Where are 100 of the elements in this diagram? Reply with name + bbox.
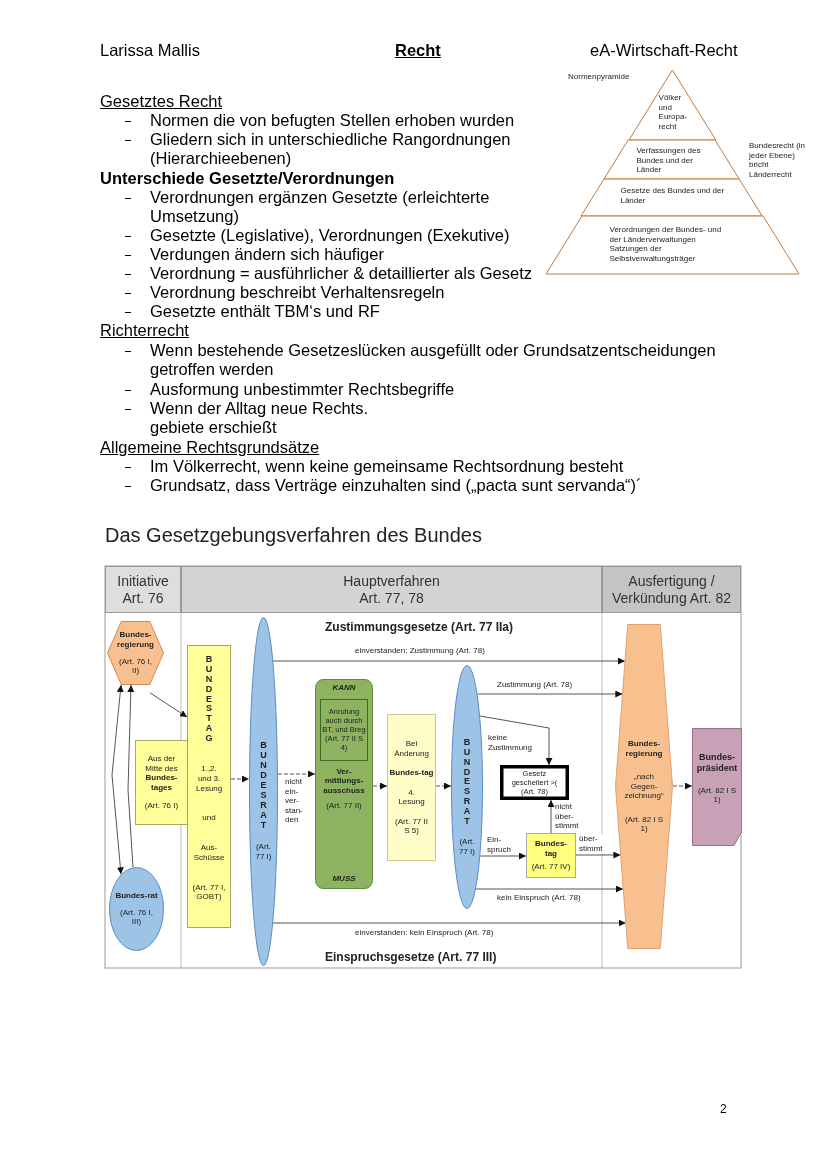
arrow — [479, 715, 553, 766]
list-item: Ausformung unbestimmter Rechtsbegriffe — [150, 380, 455, 399]
column-header — [181, 566, 602, 613]
node-label: 4. Lesung — [397, 787, 426, 807]
arrow — [476, 690, 623, 698]
header-text: Larissa Mallis — [100, 41, 200, 60]
diagram-heading: Das Gesetzgebungsverfahren des Bundes — [105, 523, 482, 547]
list-item: Wenn bestehende Gesetzeslücken ausgefüllt oder Grundsatzentscheidungen getroffen werden — [150, 341, 717, 379]
node-label: (Art. 77 I) — [458, 836, 476, 857]
node-label: (Art. 77 II S 5) — [394, 816, 429, 837]
list-item: Verordnungen ergänzen Gesetzte (erleichterte Umsetzung) — [150, 188, 491, 226]
arrow — [672, 782, 693, 790]
node-label: und — [202, 813, 216, 823]
edge-label: kein Einspruch (Art. 78) — [497, 893, 581, 903]
arrow — [230, 775, 250, 783]
vertical-label: BUNDESRAT — [462, 737, 472, 827]
node-label: Verordnungen der Bundes- und der Länderverwaltungen Satzungen der Selbstverwaltungsträger — [609, 225, 723, 264]
node-label: Hauptverfahren Art. 77, 78 — [342, 572, 441, 607]
list-item: Normen die von befugten Stellen erhoben wurden — [150, 111, 515, 130]
arrow — [372, 782, 388, 790]
ellipse-node — [109, 867, 164, 951]
ellipse-node — [451, 665, 483, 909]
node-label: (Art. 76 I) — [144, 801, 179, 811]
node-label: Verfassungen des Bundes und der Länder — [636, 146, 702, 175]
rounded-box — [315, 679, 373, 889]
arrow — [149, 692, 188, 718]
section-heading: Gesetztes Recht — [100, 92, 222, 111]
node-label: (Art. 77 I, GOBT) — [191, 882, 227, 902]
list-item: Gliedern sich in unterschiedliche Rangordnungen (Hierarchieebenen) — [150, 130, 512, 168]
node-label: Bundes-tag — [534, 839, 568, 859]
row-heading: Einspruchsgesetze (Art. 77 III) — [325, 950, 497, 964]
annotation-text: Bundesrecht (in jeder Ebene) bricht Länderrecht — [749, 141, 807, 180]
list-item: Grundsatz, dass Verträge einzuhalten sind („pacta sunt servanda“)´ — [150, 476, 642, 495]
node-label: Gesetze des Bundes und der Länder — [620, 186, 726, 206]
arrow — [575, 851, 621, 859]
node-label: (Art. 76 I, II) — [118, 656, 153, 676]
node-label: (Art. 82 I S 1) — [696, 785, 738, 805]
list-item: Verdungen ändern sich häufiger — [150, 245, 384, 264]
edge-label: nicht ein-ver-stan-den — [285, 777, 311, 825]
edge-label: einverstanden: kein Einspruch (Art. 78) — [355, 928, 494, 938]
process-box — [500, 765, 569, 800]
node-label: 1.,2. und 3. Lesung — [196, 764, 222, 794]
section-heading: Richterrecht — [100, 321, 189, 340]
node-label: Bundes-regierung — [624, 738, 664, 759]
arrow — [435, 782, 452, 790]
node-label: Ver-mittlungs-ausschuss — [322, 766, 366, 796]
arrow — [127, 684, 135, 868]
process-box — [135, 740, 188, 825]
process-box — [526, 833, 576, 878]
header-text: eA-Wirtschaft-Recht — [590, 41, 738, 60]
arrow — [111, 684, 124, 875]
node-label: (Art. 77 IV) — [531, 862, 571, 872]
node-label: Bundes-regierung — [116, 630, 155, 650]
column-header — [602, 566, 741, 613]
arrow — [272, 919, 627, 927]
hexagon-node — [107, 621, 164, 685]
list-item: Gesetzte (Legislative), Verordnungen (Exekutive) — [150, 226, 510, 245]
annotation-text: Normenpyramide — [568, 72, 630, 82]
process-box — [187, 645, 231, 928]
process-box — [387, 714, 436, 861]
text-box — [320, 698, 368, 761]
node-label: Ausfertigung / Verkündung Art. 82 — [610, 572, 733, 607]
edge-label: einverstanden: Zustimmung (Art. 78) — [355, 646, 485, 656]
node-label: Initiative Art. 76 — [116, 572, 170, 607]
list-item: Im Völkerrecht, wenn keine gemeinsame Rechtsordnung besteht — [150, 457, 624, 476]
row-heading: Zustimmungsgesetze (Art. 77 IIa) — [325, 620, 514, 634]
list-item: Verordnung = ausführlicher & detaillierter als Gesetz — [150, 264, 532, 283]
page-heading: Recht — [395, 41, 441, 60]
column-header — [105, 566, 181, 613]
edge-label: Zustimmung (Art. 78) — [497, 680, 573, 690]
hexagon-node — [615, 624, 673, 949]
node-label: Bundes-tag — [389, 768, 434, 778]
vertical-label: BUNDESTAG — [204, 655, 214, 744]
arrow — [475, 885, 624, 893]
node-label: MUSS — [332, 874, 356, 884]
node-label: (Art. 76 I, III) — [119, 907, 154, 927]
node-label: (Art. 77 II) — [326, 801, 362, 811]
page-number: 2 — [720, 1101, 727, 1118]
node-label: Völker und Europa-recht — [658, 93, 689, 132]
node-label: KANN — [332, 683, 356, 693]
section-heading: Unterschiede Gesetzte/Verordnungen — [100, 169, 395, 188]
arrow — [479, 852, 527, 860]
node-label: Bundes-präsident — [695, 752, 739, 774]
list-item: Verordnung beschreibt Verhaltensregeln — [150, 283, 445, 302]
list-item: Gesetzte enthält TBM‘s und RF — [150, 302, 380, 321]
node-label: Bei Änderung — [393, 738, 430, 759]
node-label: Bundes-rat — [115, 891, 158, 901]
node-label: (Art. 82 I S 1) — [624, 814, 664, 835]
node-label: (Art. 77 I) — [254, 842, 273, 862]
arrow — [272, 657, 626, 665]
node-label: „nach Gegen-zeichnung“ — [623, 772, 665, 801]
list-item: Wenn der Alltag neue Rechts. gebiete erschießt — [150, 399, 369, 437]
pyramid-level — [604, 140, 740, 179]
arrow — [277, 770, 316, 778]
arrow — [547, 799, 555, 834]
node-label: Aus der Mitte des Bundes-tages — [144, 754, 179, 793]
pyramid-level — [628, 70, 716, 140]
document-box — [692, 728, 742, 846]
ellipse-node — [249, 617, 278, 966]
section-heading: Allgemeine Rechtsgrundsätze — [100, 438, 320, 457]
